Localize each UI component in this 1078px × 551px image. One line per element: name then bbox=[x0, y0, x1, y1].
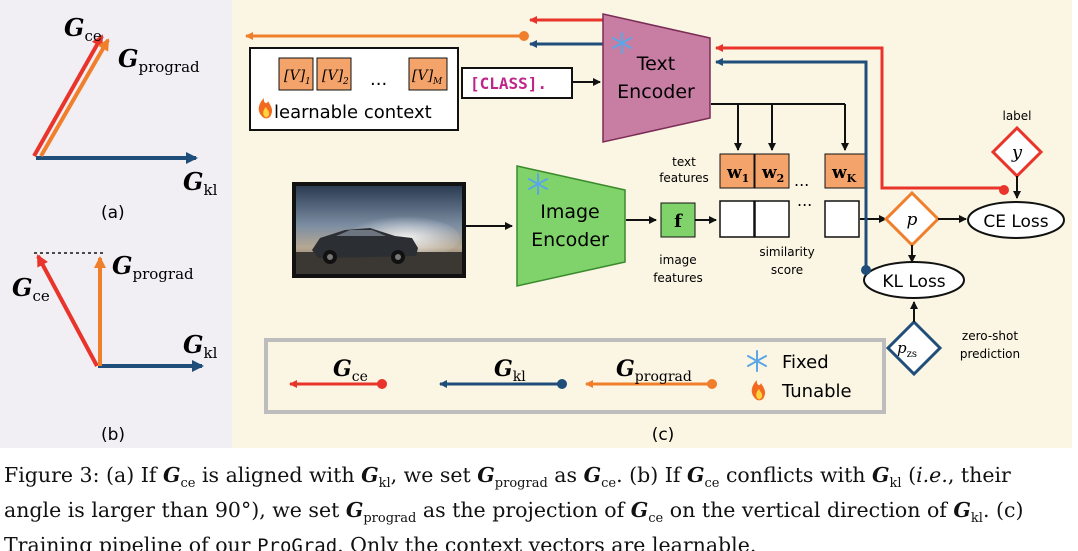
panel-c-label: (c) bbox=[652, 425, 675, 445]
figure-caption: Figure 3: (a) If Gce is aligned with Gkl… bbox=[4, 462, 1074, 551]
ce-loss-label: CE Loss bbox=[983, 212, 1048, 232]
pzs-diamond bbox=[885, 319, 943, 377]
image-encoder-label-2: Encoder bbox=[531, 229, 609, 251]
image-encoder-shape bbox=[516, 165, 626, 287]
zero-shot-label-2: prediction bbox=[960, 347, 1020, 361]
legend-gprograd-label: Gprograd bbox=[616, 356, 692, 385]
b-gce-arrow bbox=[36, 254, 99, 367]
similarity-label-1: similarity bbox=[759, 245, 814, 259]
top-orange-dot bbox=[519, 31, 529, 41]
image-features-label-1: image bbox=[659, 253, 696, 267]
legend-gkl-dot bbox=[557, 379, 567, 389]
cap-gprograd-1: Gprograd bbox=[477, 463, 548, 492]
token-m-label: [V]M bbox=[412, 68, 443, 87]
context-token-1 bbox=[278, 57, 314, 91]
flame-icon bbox=[258, 98, 273, 119]
context-token-2 bbox=[316, 57, 352, 91]
legend-fixed-label: Fixed bbox=[782, 352, 829, 373]
legend-gce-dot bbox=[377, 379, 387, 389]
legend-gprograd-dot bbox=[707, 379, 717, 389]
panel-b-label: (b) bbox=[101, 425, 125, 445]
wk-label: wK bbox=[831, 163, 857, 185]
token-dots: ... bbox=[370, 69, 387, 90]
b-gprograd-label: Gprograd bbox=[112, 251, 194, 283]
context-token-m bbox=[408, 57, 448, 91]
cap-gkl-3: Gkl bbox=[953, 498, 983, 527]
b-gce-label: Gce bbox=[12, 273, 50, 305]
cap-gce-4: Gce bbox=[630, 498, 664, 527]
cap-gkl-2: Gkl bbox=[872, 463, 902, 492]
a-gprograd-label: Gprograd bbox=[118, 44, 200, 76]
legend-gce-label: Gce bbox=[333, 356, 368, 385]
weight-w2 bbox=[754, 153, 790, 189]
label-caption: label bbox=[1002, 109, 1031, 123]
a-gce-arrow bbox=[32, 34, 104, 157]
weight-dots: ... bbox=[794, 171, 809, 190]
text-features-label-2: features bbox=[659, 171, 709, 185]
panel-a-label: (a) bbox=[101, 203, 125, 223]
similarity-label-2: score bbox=[771, 263, 803, 277]
ce-gradient-dot bbox=[999, 185, 1009, 195]
cap-gce-2: Gce bbox=[583, 463, 617, 492]
w1-label: w1 bbox=[726, 163, 749, 185]
kl-loss-label: KL Loss bbox=[882, 272, 945, 292]
p-label: p bbox=[907, 210, 918, 230]
w2-label: w2 bbox=[761, 163, 784, 185]
image-feature-f bbox=[660, 202, 696, 238]
learnable-context-label: learnable context bbox=[274, 102, 432, 123]
a-gce-label: Gce bbox=[64, 13, 102, 45]
image-features-label-2: features bbox=[653, 271, 703, 285]
a-gkl-label: Gkl bbox=[183, 167, 218, 199]
image-encoder-snowflake-icon bbox=[528, 173, 548, 195]
legend-flame-icon bbox=[751, 380, 766, 401]
weight-w1 bbox=[719, 153, 755, 189]
legend-box bbox=[264, 338, 886, 414]
pzs-label: pzs bbox=[897, 339, 917, 360]
cap-gprograd-2: Gprograd bbox=[345, 498, 417, 527]
zero-shot-label-1: zero-shot bbox=[962, 329, 1018, 343]
a-gprograd-arrow bbox=[39, 38, 110, 158]
sim-box-k bbox=[824, 200, 860, 238]
text-encoder-label-1: Text bbox=[636, 53, 675, 75]
legend-snowflake-icon bbox=[747, 350, 767, 372]
cap-gkl-1: Gkl bbox=[361, 463, 391, 492]
weight-wk bbox=[824, 153, 866, 189]
image-encoder-label-1: Image bbox=[540, 201, 600, 223]
ce-loss-node bbox=[967, 201, 1065, 239]
token-1-label: [V]1 bbox=[284, 68, 311, 87]
kl-gradient-dot bbox=[861, 265, 871, 275]
text-encoder-label-2: Encoder bbox=[617, 81, 695, 103]
legend-tunable-label: Tunable bbox=[781, 381, 852, 402]
sim-dots: ... bbox=[797, 191, 812, 210]
cap-gce-1: Gce bbox=[162, 463, 196, 492]
sim-box-2 bbox=[754, 200, 790, 238]
text-features-label-1: text bbox=[672, 155, 696, 169]
text-encoder-shape bbox=[602, 13, 711, 143]
y-label: y bbox=[1011, 142, 1023, 163]
sim-box-1 bbox=[719, 200, 755, 238]
legend-gkl-label: Gkl bbox=[494, 356, 526, 385]
f-label: f bbox=[674, 211, 683, 232]
cap-gce-3: Gce bbox=[686, 463, 720, 492]
left-panel-bg bbox=[0, 0, 232, 448]
class-token-label: [CLASS]. bbox=[470, 74, 547, 93]
kl-gradient-line bbox=[715, 58, 868, 270]
car-image bbox=[292, 182, 466, 278]
b-gkl-label: Gkl bbox=[183, 330, 218, 362]
cap-method: ProGrad bbox=[257, 535, 338, 551]
token-2-label: [V]2 bbox=[322, 68, 349, 87]
snowflake-icon bbox=[612, 32, 632, 54]
kl-loss-node bbox=[863, 261, 965, 299]
